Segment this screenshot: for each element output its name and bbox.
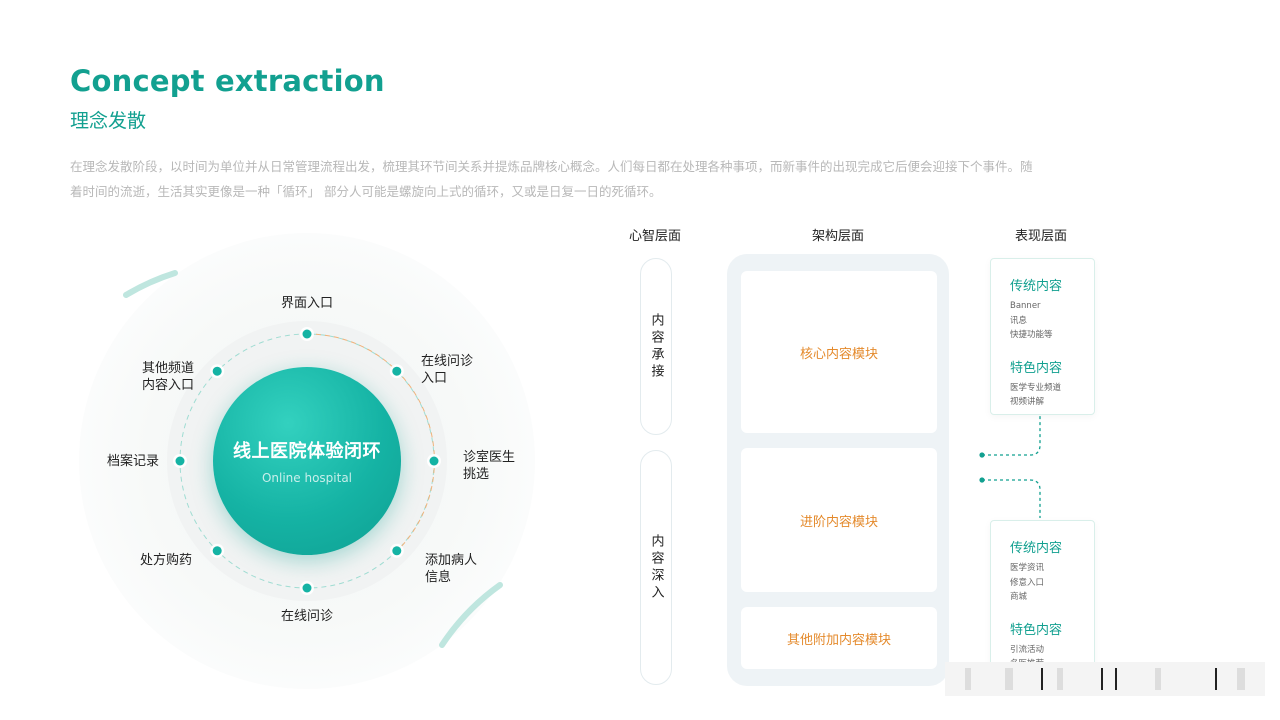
card-item: Banner xyxy=(1010,301,1041,311)
expression-card-top: 传统内容 Banner 讯息 快捷功能等 特色内容 医学专业频道 视频讲解 xyxy=(990,258,1095,415)
ring-node-label: 在线问诊 xyxy=(281,609,334,624)
teal-arc-decoration-bottom xyxy=(439,582,503,648)
ring-node-label: 其他频道 xyxy=(142,361,195,376)
ring-node-dot xyxy=(392,546,402,556)
ring-node-add-patient: 添加病人 信息 xyxy=(425,552,477,586)
connector-dot xyxy=(979,477,985,483)
card-item: 视频讲解 xyxy=(1010,397,1045,407)
mind-pill-label: 内容深入 xyxy=(648,533,664,602)
card-traditional-title: 传统内容 xyxy=(1010,541,1063,556)
card-traditional-title: 传统内容 xyxy=(1010,279,1063,294)
expression-card-bottom: 传统内容 医学资讯 修意入口 商城 特色内容 引流活动 名医推荐 xyxy=(990,520,1095,670)
ring-node-label: 挑选 xyxy=(463,467,490,482)
ring-node-dot xyxy=(429,456,439,466)
ring-node-dot xyxy=(212,546,222,556)
mind-pill-content-receive: 内容承接 xyxy=(640,258,672,435)
card-item: 医学专业频道 xyxy=(1010,382,1062,393)
loop-core-circle: 线上医院体验闭环 Online hospital xyxy=(213,367,401,555)
mind-layer-header: 心智层面 xyxy=(629,229,682,244)
module-label: 其他附加内容模块 xyxy=(786,632,891,648)
ring-node-prescription: 处方购药 xyxy=(140,552,192,569)
core-subtitle: Online hospital xyxy=(261,471,353,485)
ring-node-label: 信息 xyxy=(425,570,452,585)
image-artifact-strip xyxy=(945,662,1265,696)
advanced-content-module: 进阶内容模块 xyxy=(741,448,937,592)
core-content-module: 核心内容模块 xyxy=(741,271,937,433)
ring-node-label: 添加病人 xyxy=(425,553,478,568)
teal-arc-decoration xyxy=(123,270,178,298)
mind-pill-label: 内容承接 xyxy=(648,312,664,381)
intro-line-1: 在理念发散阶段，以时间为单位并从日常管理流程出发，梳理其环节间关系并提炼品牌核心… xyxy=(70,159,1033,174)
intro-line-2: 着时间的流逝，生活其实更像是一种「循环」 部分人可能是螺旋向上式的循环，又或是日… xyxy=(70,184,662,199)
card-item: 讯息 xyxy=(1010,315,1028,326)
ring-node-doctor-select: 诊室医生 挑选 xyxy=(463,449,515,483)
mind-pill-content-deepen: 内容深入 xyxy=(640,450,672,685)
ring-node-label: 内容入口 xyxy=(142,378,195,393)
extra-content-module: 其他附加内容模块 xyxy=(741,607,937,669)
ring-node-consult-entry: 在线问诊 入口 xyxy=(421,353,473,387)
ring-node-dot xyxy=(392,366,402,376)
ring-node-dot xyxy=(175,456,185,466)
ring-node-other-channels: 其他频道 内容入口 xyxy=(142,360,194,394)
ring-node-interface-entry: 界面入口 xyxy=(281,295,333,312)
ring-node-label: 档案记录 xyxy=(107,454,160,469)
connector-bottom xyxy=(982,479,1041,518)
node-ring-orange-arc xyxy=(306,333,435,552)
page-subtitle: 理念发散 xyxy=(70,110,147,132)
card-connectors xyxy=(979,415,1041,518)
ring-node-online-consult: 在线问诊 xyxy=(281,608,333,625)
ring-node-records: 档案记录 xyxy=(107,453,159,470)
module-label: 进阶内容模块 xyxy=(799,514,878,530)
expr-layer-header: 表现层面 xyxy=(1015,229,1068,244)
ring-node-dot xyxy=(302,329,312,339)
module-label: 核心内容模块 xyxy=(799,346,878,362)
arch-layer-header: 架构层面 xyxy=(812,229,865,244)
card-featured-title: 特色内容 xyxy=(1010,360,1063,376)
ring-node-label: 入口 xyxy=(421,371,448,386)
page-title: Concept extraction xyxy=(70,64,385,98)
card-item: 商城 xyxy=(1010,592,1028,602)
connector-top xyxy=(982,415,1041,456)
intro-paragraph: 在理念发散阶段，以时间为单位并从日常管理流程出发，梳理其环节间关系并提炼品牌核心… xyxy=(70,154,1100,204)
ring-node-label: 在线问诊 xyxy=(421,354,474,369)
ring-node-label: 诊室医生 xyxy=(463,450,516,465)
ring-node-dot xyxy=(212,366,222,376)
card-item: 引流活动 xyxy=(1010,644,1045,655)
connector-dot xyxy=(979,452,985,458)
ring-node-dot xyxy=(302,583,312,593)
card-item: 医学资讯 xyxy=(1010,563,1045,573)
ring-node-label: 处方购药 xyxy=(140,553,193,568)
card-featured-title: 特色内容 xyxy=(1010,622,1063,638)
card-item: 修意入口 xyxy=(1010,577,1045,588)
card-item: 快捷功能等 xyxy=(1010,330,1053,340)
core-title: 线上医院体验闭环 xyxy=(233,441,381,462)
ring-node-label: 界面入口 xyxy=(281,296,334,311)
